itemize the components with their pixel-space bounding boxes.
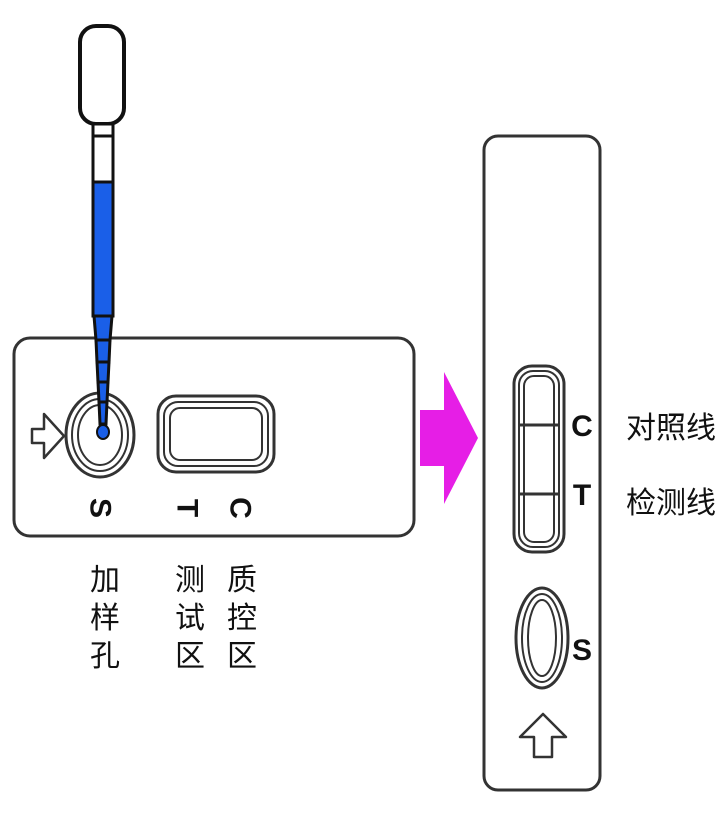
arrow-right-icon [420,372,478,504]
marker-test: T [171,499,204,517]
marker-control: C [224,497,257,519]
result-window-vertical [512,364,566,554]
label-sample-well: 加样孔 [90,563,120,674]
horizontal-cassette: S T C [12,336,416,538]
label-test-line: 检测线 [626,486,716,521]
sample-well-vertical [514,586,570,690]
marker-control-vertical: C [571,410,593,443]
marker-sample: S [84,498,117,518]
dropper-icon [78,24,126,440]
hollow-arrow-icon [30,412,66,460]
hollow-arrow-up-icon [518,712,568,759]
label-test-zone: 测试区 [175,563,205,674]
vertical-cassette: C T S [482,134,602,792]
marker-test-vertical: T [573,479,591,512]
result-window [156,394,276,474]
label-control-line: 对照线 [626,411,716,446]
marker-sample-vertical: S [572,634,592,667]
liquid-drop [96,424,110,440]
label-control-zone: 质控区 [227,563,257,674]
